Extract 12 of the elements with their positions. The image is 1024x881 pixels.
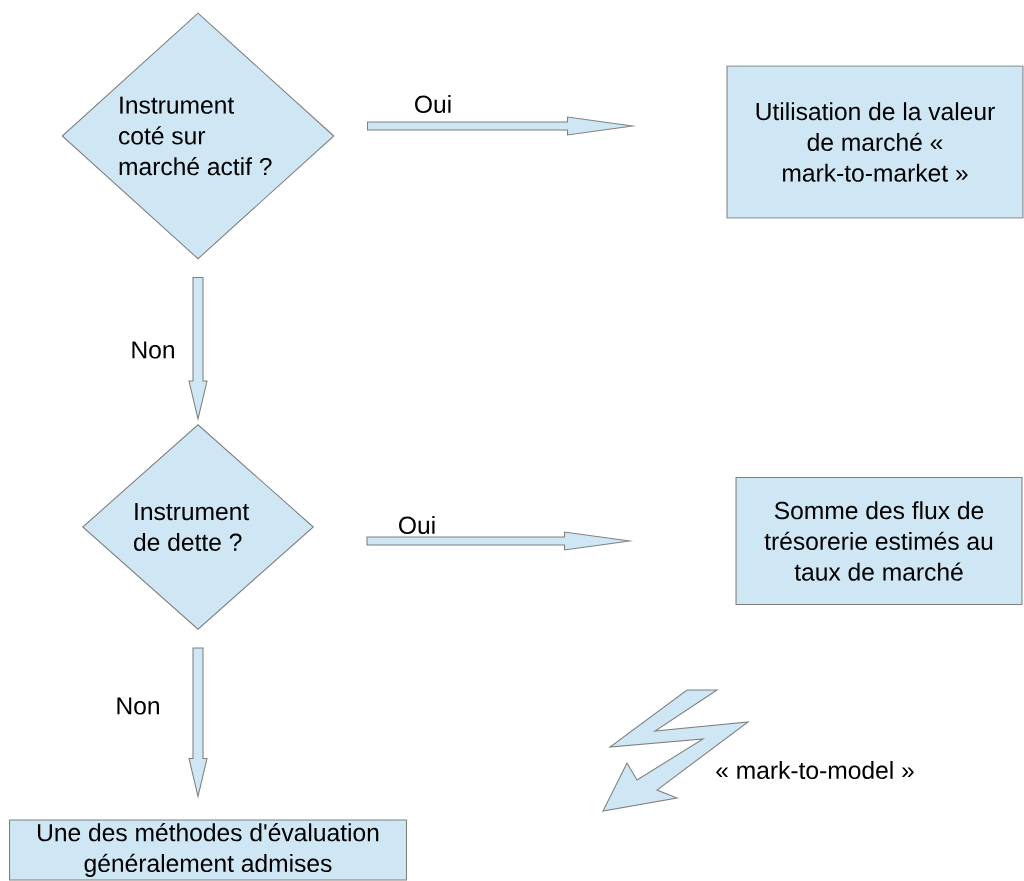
edge-label: Oui xyxy=(415,94,451,114)
block-arrow xyxy=(367,116,637,136)
process-box: Somme des flux de trésorerie estimés au taux de marché xyxy=(735,477,1023,605)
block-arrow xyxy=(188,276,208,422)
block-arrow xyxy=(366,531,634,551)
annotation-text: « mark-to-model » xyxy=(716,760,914,780)
edge-label: Non xyxy=(117,697,159,715)
block-arrow xyxy=(188,647,208,799)
process-box: Une des méthodes d'évaluation généralement admises xyxy=(9,819,407,881)
edge-label: Oui xyxy=(399,515,435,535)
process-box: Utilisation de la valeur de marché « mark-to-market » xyxy=(726,65,1024,219)
edge-label: Non xyxy=(132,341,174,359)
